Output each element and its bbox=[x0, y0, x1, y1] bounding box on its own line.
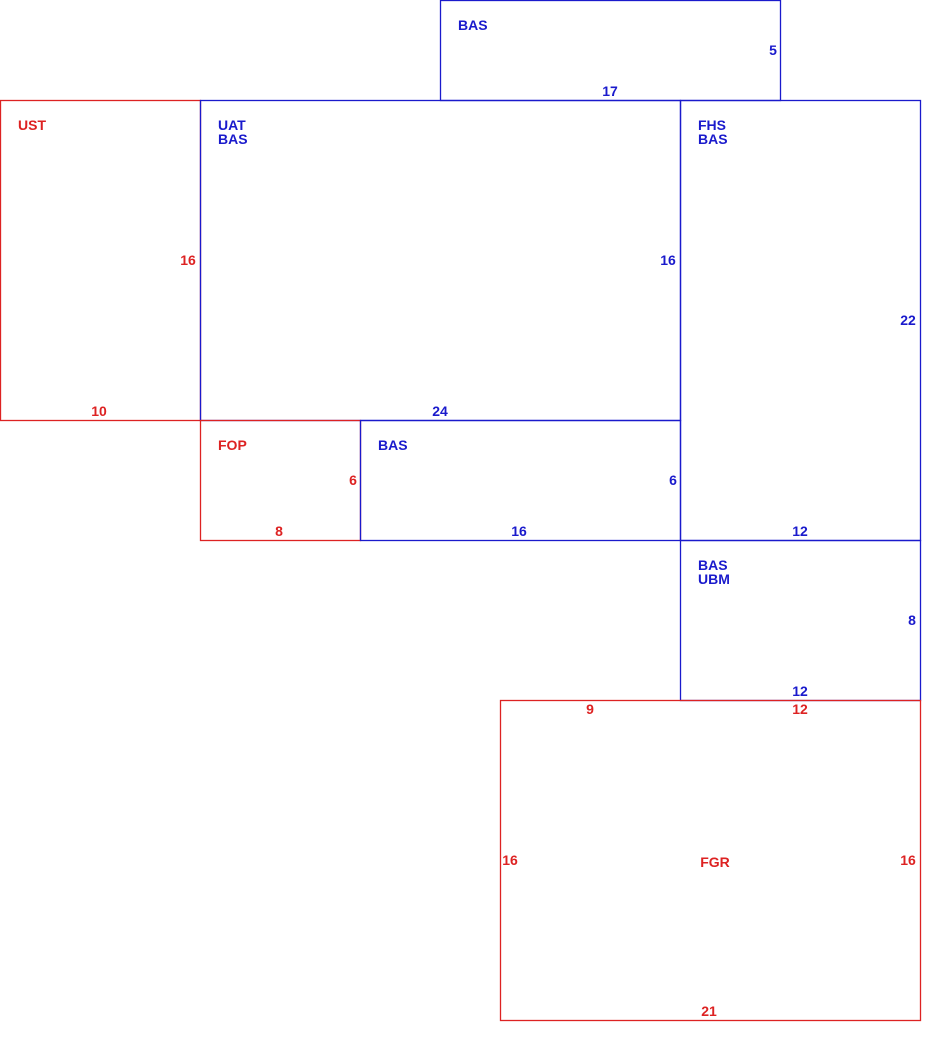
room-fop: FOP 6 8 bbox=[199, 419, 362, 542]
room-bas-top: BAS 5 17 bbox=[439, 0, 782, 102]
room-bas-middle: BAS 6 16 bbox=[359, 419, 682, 542]
room-bas-ubm-label-1: BAS bbox=[698, 557, 728, 573]
room-uat-bas-label-1: UAT bbox=[218, 117, 246, 133]
room-fgr-label: FGR bbox=[700, 854, 730, 870]
room-fhs-bas-dim-bottom: 12 bbox=[792, 523, 808, 539]
room-ust-dim-bottom: 10 bbox=[91, 403, 107, 419]
room-fop-dim-bottom: 8 bbox=[275, 523, 283, 539]
room-bas-ubm-dim-bottom: 12 bbox=[792, 683, 808, 699]
room-fhs-bas-label-2: BAS bbox=[698, 131, 728, 147]
room-fhs-bas-label-1: FHS bbox=[698, 117, 726, 133]
room-fhs-bas-dim-right: 22 bbox=[900, 312, 916, 328]
room-bas-top-dim-right: 5 bbox=[769, 42, 777, 58]
room-fop-dim-right: 6 bbox=[349, 472, 357, 488]
room-ust-label: UST bbox=[18, 117, 46, 133]
room-uat-bas: UAT BAS 16 24 bbox=[199, 99, 682, 422]
room-uat-bas-label-2: BAS bbox=[218, 131, 248, 147]
room-bas-ubm: BAS UBM 8 12 bbox=[679, 539, 922, 702]
room-ust-dim-right: 16 bbox=[180, 252, 196, 268]
room-bas-middle-dim-right: 6 bbox=[669, 472, 677, 488]
room-fop-label: FOP bbox=[218, 437, 247, 453]
room-uat-bas-dim-bottom: 24 bbox=[432, 403, 448, 419]
room-fhs-bas-outline bbox=[679, 99, 922, 542]
room-fgr-dim-top-left: 9 bbox=[586, 701, 594, 717]
room-ust: UST 16 10 bbox=[0, 99, 202, 422]
room-bas-middle-dim-bottom: 16 bbox=[511, 523, 527, 539]
room-bas-middle-outline bbox=[359, 419, 682, 542]
room-fgr-dim-bottom: 21 bbox=[701, 1003, 717, 1019]
room-bas-ubm-label-2: UBM bbox=[698, 571, 730, 587]
room-fgr-dim-left: 16 bbox=[502, 852, 518, 868]
room-ust-outline bbox=[0, 99, 202, 422]
room-fgr-outline bbox=[499, 699, 922, 1022]
room-bas-top-label: BAS bbox=[458, 17, 488, 33]
room-uat-bas-outline bbox=[199, 99, 682, 422]
room-fhs-bas: FHS BAS 22 12 bbox=[679, 99, 922, 542]
room-fgr-dim-right: 16 bbox=[900, 852, 916, 868]
room-bas-middle-label: BAS bbox=[378, 437, 408, 453]
room-bas-ubm-dim-right: 8 bbox=[908, 612, 916, 628]
room-fgr: FGR 9 12 16 16 21 bbox=[499, 699, 922, 1022]
room-bas-top-dim-bottom: 17 bbox=[602, 83, 618, 99]
room-uat-bas-dim-right: 16 bbox=[660, 252, 676, 268]
room-fgr-dim-top-right: 12 bbox=[792, 701, 808, 717]
